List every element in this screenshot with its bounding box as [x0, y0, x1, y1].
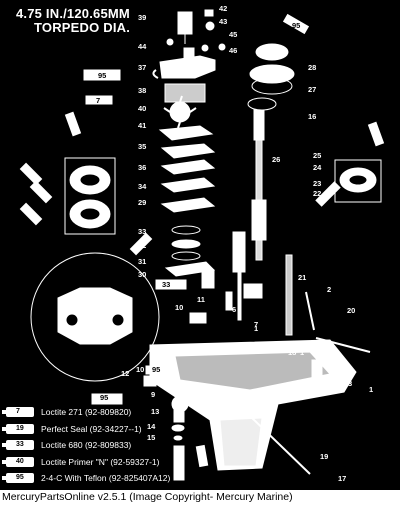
- callout-25: 25: [313, 151, 321, 160]
- callout-3: 3: [348, 379, 352, 388]
- title-line-1: 4.75 IN./120.65MM: [16, 6, 130, 21]
- callout-27: 27: [308, 85, 316, 94]
- magnify-part-number-2: 9147-C2: [78, 322, 109, 331]
- callout-35: 35: [138, 142, 146, 151]
- callout-20: 20: [347, 306, 355, 315]
- callout-26: 26: [272, 155, 280, 164]
- driveshaft: [251, 109, 267, 261]
- callout-13: 13: [151, 407, 159, 416]
- legend-row: 33 Loctite 680 (92-809833): [2, 437, 174, 454]
- legend-row: 7 Loctite 271 (92-809820): [2, 404, 174, 421]
- callout-14: 14: [147, 422, 156, 431]
- pump-body: [152, 47, 216, 79]
- callout-23: 23: [313, 179, 321, 188]
- callout-1c: 1: [369, 385, 373, 394]
- callout-19: 19: [320, 452, 328, 461]
- callout-17: 17: [338, 474, 346, 483]
- tube-icon: 40: [2, 456, 34, 467]
- callout-9: 9: [151, 390, 155, 399]
- callout-6: 6: [232, 305, 236, 314]
- callout-2: 2: [327, 285, 331, 294]
- callout-21: 21: [298, 273, 306, 282]
- callout-28: 28: [308, 63, 316, 72]
- callout-42: 42: [219, 4, 227, 13]
- magnify-inset: [30, 252, 160, 382]
- top-bearing: [247, 43, 295, 111]
- shift-parts: [189, 231, 371, 353]
- pump-tube-part: [166, 9, 226, 52]
- callout-7: 7: [254, 320, 258, 329]
- tube-labels: 95 95 7 95 33 95: [96, 21, 300, 402]
- tube-num: 7: [96, 96, 100, 105]
- callout-11: 11: [197, 295, 205, 304]
- callout-34: 34: [138, 182, 147, 191]
- callout-38: 38: [138, 86, 146, 95]
- callout-5: 5: [312, 343, 316, 352]
- callout-12: 12: [121, 369, 129, 378]
- callout-45: 45: [229, 30, 237, 39]
- pump-liner: [164, 83, 206, 103]
- callout-41: 41: [138, 121, 146, 130]
- right-bearing-callout: [334, 159, 382, 203]
- callout-39: 39: [138, 13, 146, 22]
- lower-small-parts: [143, 375, 311, 481]
- callout-33: 33: [138, 227, 146, 236]
- callout-37: 37: [138, 63, 146, 72]
- left-bearing-callout: [64, 157, 116, 235]
- callout-43: 43: [219, 17, 227, 26]
- callout-29: 29: [138, 198, 146, 207]
- callout-24: 24: [313, 163, 322, 172]
- callout-31: 31: [138, 257, 146, 266]
- magnify-part-number-1: 1647-: [86, 311, 107, 320]
- callout-labels: 39 42 43 44 45 46 28 27 37 38 40 16 41 3…: [121, 4, 373, 483]
- plate-stack: [158, 125, 216, 277]
- copyright-footer: MercuryPartsOnline v2.5.1 (Image Copyrig…: [0, 490, 400, 505]
- callout-10b: 10: [136, 365, 144, 374]
- tube-icon: 19: [2, 423, 34, 434]
- callout-4: 4: [323, 358, 328, 367]
- callout-10: 10: [175, 303, 183, 312]
- callout-8: 8: [202, 269, 206, 278]
- callout-46: 46: [229, 46, 237, 55]
- callout-22: 22: [313, 189, 321, 198]
- tube-icon: 33: [2, 440, 34, 450]
- legend-text: Perfect Seal (92-34227--1): [41, 423, 142, 434]
- callout-1: 1: [300, 348, 304, 357]
- legend-text: 2-4-C With Teflon (92-825407A12): [41, 473, 171, 483]
- callout-44: 44: [138, 42, 147, 51]
- callout-32: 32: [138, 241, 146, 250]
- tube-num: 95: [152, 365, 160, 374]
- legend-row: 95 2-4-C With Teflon (92-825407A12): [2, 470, 174, 487]
- callout-18: 18: [288, 348, 296, 357]
- tube-num: 33: [162, 280, 170, 289]
- sealant-legend: 7 Loctite 271 (92-809820) 19 Perfect Sea…: [2, 404, 174, 487]
- title-line-2: TORPEDO DIA.: [34, 20, 131, 35]
- legend-row: 19 Perfect Seal (92-34227--1): [2, 421, 174, 438]
- sealant-tubes: [19, 13, 385, 468]
- legend-text: Loctite 271 (92-809820): [41, 407, 132, 417]
- callout-1b: 1: [254, 324, 258, 333]
- callout-30: 30: [138, 270, 146, 279]
- tube-num: 95: [292, 21, 300, 30]
- callout-36: 36: [138, 163, 146, 172]
- callout-40: 40: [138, 104, 146, 113]
- callout-15: 15: [147, 433, 155, 442]
- legend-text: Loctite 680 (92-809833): [41, 440, 132, 450]
- tube-num: 95: [98, 71, 106, 80]
- legend-row: 40 Loctite Primer "N" (92-59327-1): [2, 454, 174, 471]
- tube-num: 95: [100, 393, 108, 402]
- exploded-view-diagram: 39 42 43 44 45 46 28 27 37 38 40 16 41 3…: [19, 4, 385, 483]
- tube-icon: 95: [2, 473, 34, 483]
- tube-icon: 7: [2, 407, 34, 417]
- legend-text: Loctite Primer "N" (92-59327-1): [41, 456, 160, 467]
- callout-16: 16: [308, 112, 316, 121]
- gear-housing: [149, 339, 357, 471]
- impeller: [163, 95, 197, 129]
